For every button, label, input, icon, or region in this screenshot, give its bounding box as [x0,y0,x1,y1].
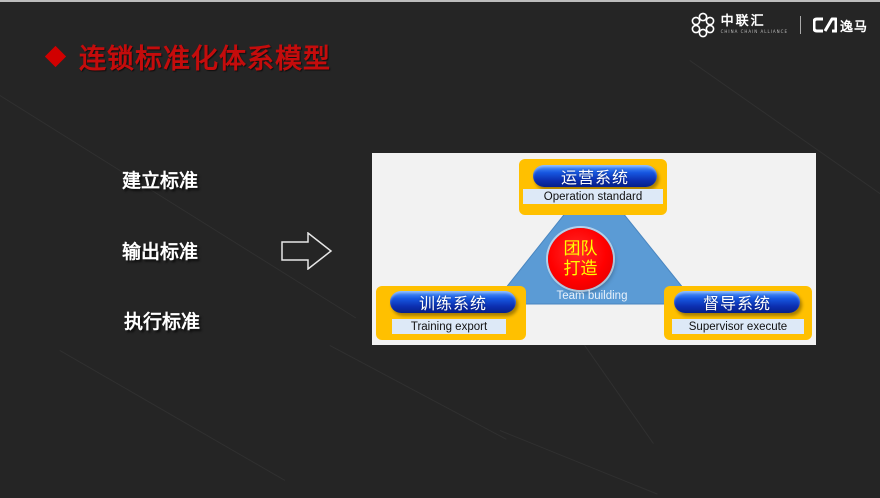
core-line-1: 团队 [563,239,598,259]
standard-item-establish: 建立标准 [122,170,199,192]
top-border [0,0,880,2]
team-building-diagram: 运营系统 Operation standard 训练系统 Training ex… [372,153,816,345]
operation-system-subtitle: Operation standard [523,189,663,204]
brand2-name: 逸马 [839,19,868,35]
brand2-wordmark: 逸马 [812,16,868,35]
cm-logo-icon [812,17,837,33]
operation-system-box: 运营系统 Operation standard [519,159,667,215]
brand1-tagline: CHINA CHAIN ALLIANCE [720,29,788,34]
team-building-core: 团队 打造 [548,228,613,290]
page-title-text: 连锁标准化体系模型 [79,43,331,75]
supervision-system-box: 督导系统 Supervisor execute [664,286,812,340]
training-system-title: 训练系统 [390,291,516,313]
training-system-box: 训练系统 Training export [376,286,526,340]
logo-divider [799,16,801,34]
standard-item-execute: 执行标准 [124,311,201,333]
supervision-system-title: 督导系统 [674,291,800,313]
brand1-wordmark: 中联汇 CHINA CHAIN ALLIANCE [721,15,788,35]
background-streak [584,345,654,444]
training-system-subtitle: Training export [392,319,506,334]
supervision-system-subtitle: Supervisor execute [672,319,804,334]
background-streak [329,345,507,440]
team-building-subtitle: Team building [556,290,628,302]
background-streak [59,350,286,481]
standard-item-output: 输出标准 [122,241,199,263]
core-line-2: 打造 [563,259,598,279]
flower-ring-logo-icon [691,12,714,38]
page-title: 连锁标准化体系模型 [44,38,331,75]
operation-system-title: 运营系统 [533,165,657,187]
brand1-name: 中联汇 [720,14,766,29]
red-diamond-icon [44,45,67,67]
brand-logos: 中联汇 CHINA CHAIN ALLIANCE 逸马 [690,12,868,38]
right-arrow-outline-icon [281,232,333,270]
background-streak [499,430,658,495]
background-streak [0,95,357,319]
